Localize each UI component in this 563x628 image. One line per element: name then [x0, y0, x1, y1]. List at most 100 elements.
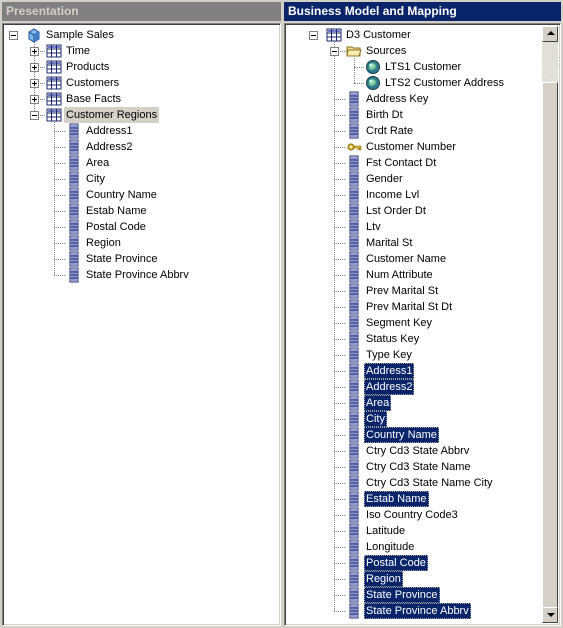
tree-node-products[interactable]: Products	[3, 59, 280, 75]
tree-connector	[334, 307, 345, 308]
column-icon	[66, 267, 82, 283]
tree-node-longitude[interactable]: Longitude	[285, 539, 560, 555]
scroll-up-button[interactable]	[542, 26, 558, 42]
collapse-icon[interactable]	[330, 47, 339, 56]
collapse-icon[interactable]	[9, 31, 18, 40]
tree-node-postal-code[interactable]: Postal Code	[3, 219, 280, 235]
tree-node-marital-st[interactable]: Marital St	[285, 235, 560, 251]
tree-node-fst-contact-dt[interactable]: Fst Contact Dt	[285, 155, 560, 171]
tree-node-address1[interactable]: Address1	[285, 363, 560, 379]
tree-node-estab-name[interactable]: Estab Name	[3, 203, 280, 219]
logical-source-icon	[365, 59, 381, 75]
tree-node-type-key[interactable]: Type Key	[285, 347, 560, 363]
tree-node-crdt-rate[interactable]: Crdt Rate	[285, 123, 560, 139]
tree-connector	[334, 259, 345, 260]
tree-node-estab-name[interactable]: Estab Name	[285, 491, 560, 507]
column-icon	[66, 171, 82, 187]
tree-node-sources[interactable]: Sources	[285, 43, 560, 59]
tree-node-label: Num Attribute	[366, 269, 433, 281]
tree-connector	[334, 515, 345, 516]
tree-node-num-attribute[interactable]: Num Attribute	[285, 267, 560, 283]
expand-icon[interactable]	[30, 47, 39, 56]
tree-node-city[interactable]: City	[285, 411, 560, 427]
tree-node-label: Customers	[66, 77, 120, 89]
tree-connector	[54, 243, 65, 244]
tree-node-label: Ctry Cd3 State Abbrv	[366, 445, 470, 457]
column-icon	[346, 571, 362, 587]
tree-node-status-key[interactable]: Status Key	[285, 331, 560, 347]
tree-node-state-province-abbrv[interactable]: State Province Abbrv	[285, 603, 560, 619]
tree-node-ctry-cd3-state-name[interactable]: Ctry Cd3 State Name	[285, 459, 560, 475]
tree-node-country-name[interactable]: Country Name	[285, 427, 560, 443]
column-icon	[346, 123, 362, 139]
tree-node-country-name[interactable]: Country Name	[3, 187, 280, 203]
tree-connector	[334, 51, 345, 52]
key-icon	[346, 139, 362, 155]
tree-node-ltv[interactable]: Ltv	[285, 219, 560, 235]
tree-node-area[interactable]: Area	[285, 395, 560, 411]
tree-node-segment-key[interactable]: Segment Key	[285, 315, 560, 331]
tree-node-time[interactable]: Time	[3, 43, 280, 59]
column-icon	[66, 251, 82, 267]
tree-node-address-key[interactable]: Address Key	[285, 91, 560, 107]
tree-node-region[interactable]: Region	[285, 571, 560, 587]
tree-node-area[interactable]: Area	[3, 155, 280, 171]
tree-node-prev-marital-st-dt[interactable]: Prev Marital St Dt	[285, 299, 560, 315]
tree-connector	[334, 339, 345, 340]
tree-node-sample-sales[interactable]: Sample Sales	[3, 27, 280, 43]
tree-connector	[334, 179, 345, 180]
tree-node-lts2-customer-address[interactable]: LTS2 Customer Address	[285, 75, 560, 91]
tree-node-address2[interactable]: Address2	[285, 379, 560, 395]
tree-node-iso-country-code3[interactable]: Iso Country Code3	[285, 507, 560, 523]
tree-node-region[interactable]: Region	[3, 235, 280, 251]
scroll-thumb[interactable]	[542, 82, 558, 612]
tree-node-lst-order-dt[interactable]: Lst Order Dt	[285, 203, 560, 219]
tree-node-customer-name[interactable]: Customer Name	[285, 251, 560, 267]
tree-node-address2[interactable]: Address2	[3, 139, 280, 155]
expand-icon[interactable]	[30, 63, 39, 72]
tree-node-address1[interactable]: Address1	[3, 123, 280, 139]
tree-node-customer-number[interactable]: Customer Number	[285, 139, 560, 155]
tree-node-city[interactable]: City	[3, 171, 280, 187]
collapse-icon[interactable]	[309, 31, 318, 40]
collapse-icon[interactable]	[30, 111, 39, 120]
tree-node-d3-customer[interactable]: D3 Customer	[285, 27, 560, 43]
tree-node-label: Birth Dt	[366, 109, 403, 121]
tree-connector	[34, 83, 45, 84]
tree-node-label: Estab Name	[86, 205, 147, 217]
tree-node-label: D3 Customer	[346, 29, 411, 41]
expand-icon[interactable]	[30, 95, 39, 104]
tree-node-base-facts[interactable]: Base Facts	[3, 91, 280, 107]
tree-node-ctry-cd3-state-name-city[interactable]: Ctry Cd3 State Name City	[285, 475, 560, 491]
tree-node-label: Address Key	[366, 93, 429, 105]
tree-node-birth-dt[interactable]: Birth Dt	[285, 107, 560, 123]
column-icon	[346, 235, 362, 251]
tree-node-label: Sample Sales	[46, 29, 114, 41]
tree-node-label: Longitude	[366, 541, 415, 553]
tree-node-lts1-customer[interactable]: LTS1 Customer	[285, 59, 560, 75]
column-icon	[346, 203, 362, 219]
scroll-down-button[interactable]	[542, 607, 558, 623]
tree-node-postal-code[interactable]: Postal Code	[285, 555, 560, 571]
column-icon	[346, 539, 362, 555]
bmm-vertical-scrollbar[interactable]	[542, 26, 558, 623]
tree-node-state-province-abbrv[interactable]: State Province Abbrv	[3, 267, 280, 283]
tree-node-customer-regions[interactable]: Customer Regions	[3, 107, 280, 123]
table-icon	[46, 75, 62, 91]
tree-node-state-province[interactable]: State Province	[285, 587, 560, 603]
tree-node-label: Country Name	[364, 427, 439, 443]
tree-connector	[334, 563, 345, 564]
tree-node-label: Customer Number	[366, 141, 456, 153]
expand-icon[interactable]	[30, 79, 39, 88]
tree-node-latitude[interactable]: Latitude	[285, 523, 560, 539]
tree-node-state-province[interactable]: State Province	[3, 251, 280, 267]
tree-node-prev-marital-st[interactable]: Prev Marital St	[285, 283, 560, 299]
tree-node-income-lvl[interactable]: Income Lvl	[285, 187, 560, 203]
tree-node-ctry-cd3-state-abbrv[interactable]: Ctry Cd3 State Abbrv	[285, 443, 560, 459]
tree-node-label: Ctry Cd3 State Name	[366, 461, 471, 473]
tree-node-gender[interactable]: Gender	[285, 171, 560, 187]
tree-node-customers[interactable]: Customers	[3, 75, 280, 91]
